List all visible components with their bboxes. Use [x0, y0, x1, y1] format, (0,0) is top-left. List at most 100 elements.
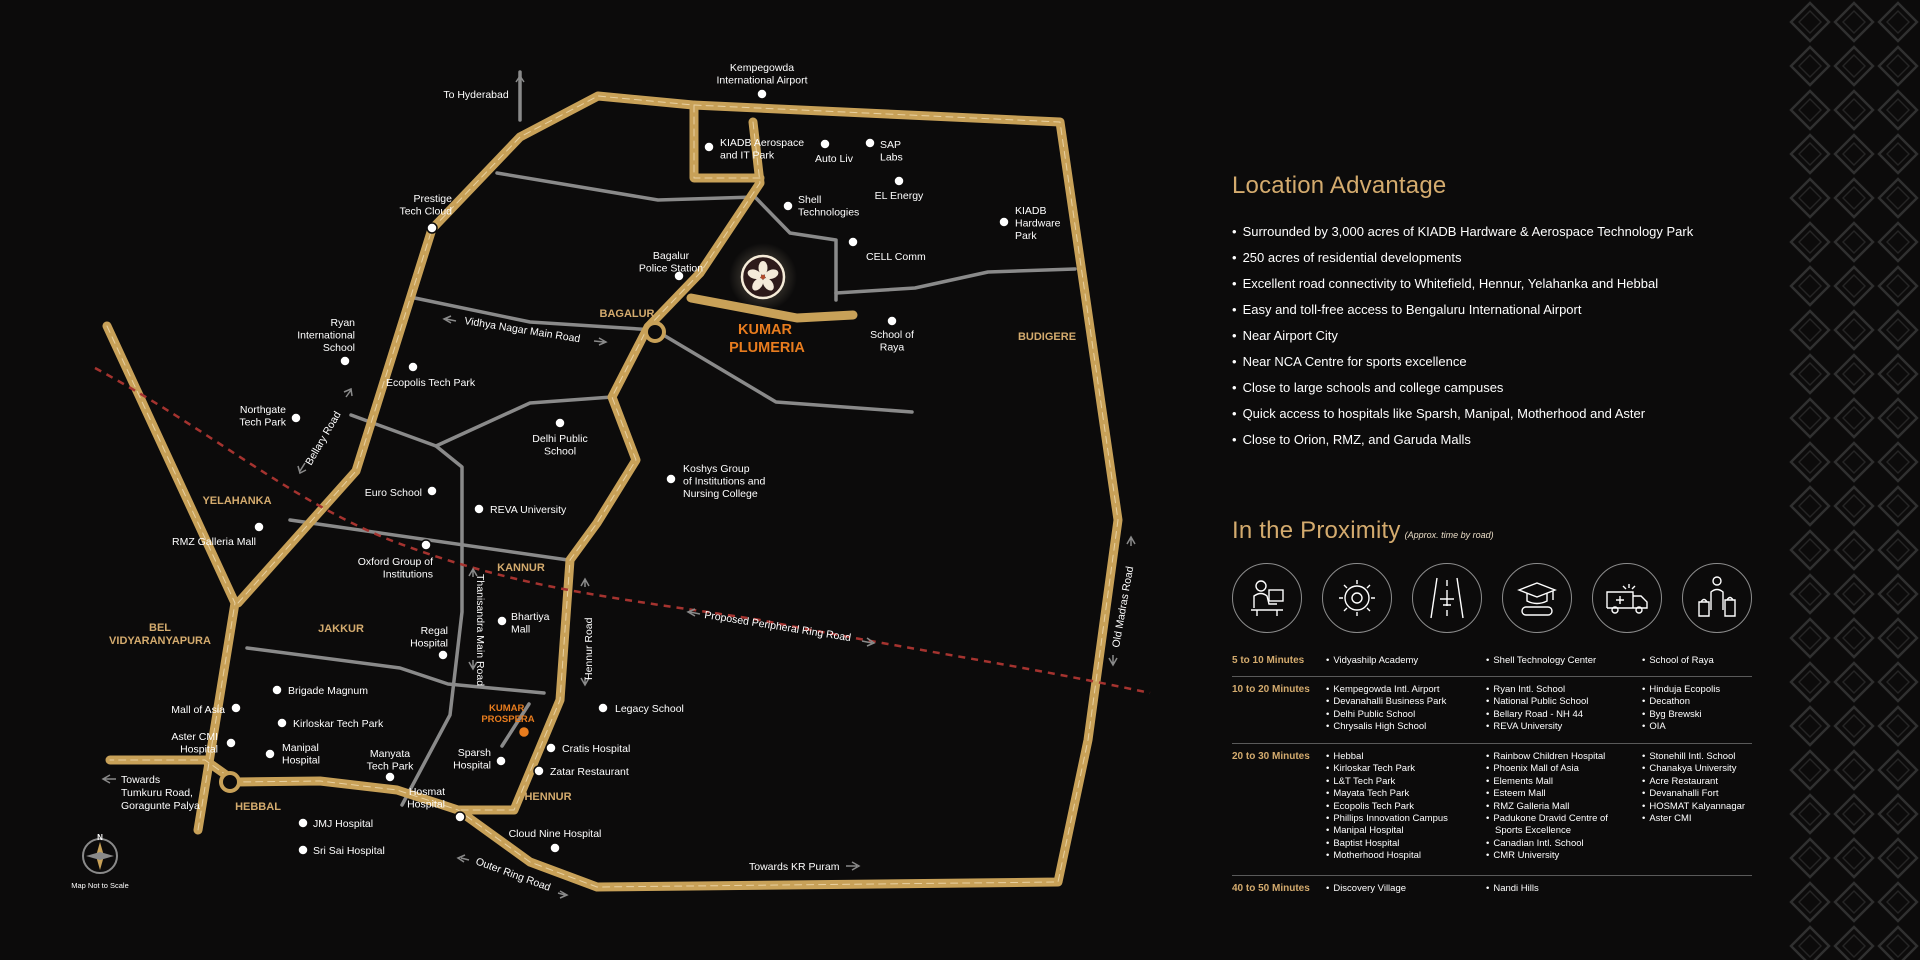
proximity-item: Devanahalli Business Park [1326, 696, 1446, 708]
proximity-item: Nandi Hills [1486, 883, 1538, 895]
label-line: YELAHANKA [202, 495, 271, 507]
place-label-cloud-nine: Cloud Nine Hospital [509, 828, 602, 840]
area-label-kannur: KANNUR [497, 562, 545, 574]
place-dot-legacy[interactable] [597, 702, 609, 714]
proximity-item: Delhi Public School [1326, 709, 1446, 721]
place-dot-manyata[interactable] [384, 771, 396, 783]
label-line: Cratis Hospital [562, 743, 630, 755]
label-line: Regal [421, 625, 448, 637]
place-dot-sparsh[interactable] [495, 755, 507, 767]
place-dot-kiadb-hw[interactable] [998, 216, 1010, 228]
prospera-line-2: PROSPERA [481, 714, 534, 725]
place-dot-aster[interactable] [225, 737, 237, 749]
proximity-item: Sports Excellence [1495, 825, 1572, 837]
place-dot-mall-asia[interactable] [230, 702, 242, 714]
proximity-item: Baptist Hospital [1326, 838, 1448, 850]
tumkuru-line-1: Towards [121, 774, 160, 786]
label-line: School [544, 446, 576, 458]
road-label-tumkuru: Towards Tumkuru Road, Goragunte Palya [121, 774, 200, 812]
place-dot-sap[interactable] [864, 137, 876, 149]
place-dot-dps[interactable] [554, 417, 566, 429]
place-dot-manipal[interactable] [264, 748, 276, 760]
place-dot-kiadb-aero[interactable] [703, 141, 715, 153]
plumeria-line-2: PLUMERIA [729, 340, 805, 356]
place-dot-shell[interactable] [782, 200, 794, 212]
road-label-thanisandra: Thanisandra Main Road [474, 574, 486, 686]
place-dot-autoliv[interactable] [819, 138, 831, 150]
place-dot-sri-sai[interactable] [297, 844, 309, 856]
label-line: BAGALUR [600, 308, 655, 320]
place-dot-prestige[interactable] [426, 222, 438, 234]
place-dot-hosmat[interactable] [454, 811, 466, 823]
label-line: SAP [880, 139, 901, 151]
hebbal-junction [219, 771, 241, 793]
proximity-item: School of Raya [1642, 655, 1713, 667]
proximity-col: Kempegowda Intl. Airport Devanahalli Bus… [1326, 684, 1446, 734]
place-dot-school-raya[interactable] [886, 315, 898, 327]
label-line: KIADB [1015, 205, 1047, 217]
label-line: International [297, 330, 355, 342]
road-label-peripheral: Proposed Peripheral Ring Road [704, 609, 852, 644]
plumeria-access-road [686, 293, 858, 323]
proximity-item: Devanahalli Fort [1642, 788, 1745, 800]
proximity-icons [1232, 563, 1752, 635]
prospera-marker [517, 725, 531, 739]
place-dot-reva[interactable] [473, 503, 485, 515]
secondary-roads [245, 70, 1077, 807]
arrow-vidhya-right [593, 337, 608, 346]
label-line: Raya [880, 342, 905, 354]
proximity-item: Phillips Innovation Campus [1326, 813, 1448, 825]
label-line: of Institutions and [683, 476, 765, 488]
label-line: VIDYARANYAPURA [109, 635, 211, 647]
place-dot-kirloskar[interactable] [276, 717, 288, 729]
arrow-tumkuru [101, 774, 116, 784]
proximity-item: Mayata Tech Park [1326, 788, 1448, 800]
label-line: Police Station [639, 263, 703, 275]
ambulance-icon [1592, 563, 1662, 633]
place-dot-zatar[interactable] [533, 765, 545, 777]
project-kumar-prospera[interactable]: KUMAR PROSPERA [481, 703, 535, 739]
place-dot-rmz[interactable] [253, 521, 265, 533]
project-kumar-plumeria[interactable]: KUMAR PLUMERIA [729, 243, 805, 356]
place-label-rmz: RMZ Galleria Mall [172, 536, 256, 548]
prospera-line-1: KUMAR [489, 703, 524, 714]
place-dot-northgate[interactable] [290, 412, 302, 424]
place-dot-bhartiya[interactable] [496, 615, 508, 627]
place-markers [225, 88, 1010, 856]
place-dot-ryan[interactable] [339, 355, 351, 367]
place-dot-regal[interactable] [437, 649, 449, 661]
place-label-zatar: Zatar Restaurant [550, 766, 629, 778]
proximity-table: 5 to 10 Minutes Vidyashilp Academy Shell… [1232, 652, 1752, 902]
place-dot-koshys[interactable] [665, 473, 677, 485]
label-line: Tech Park [367, 761, 414, 773]
place-dot-oxford[interactable] [420, 539, 432, 551]
prestige-road [495, 171, 757, 202]
proximity-item: Shell Technology Center [1486, 655, 1596, 667]
place-dot-ecopolis[interactable] [407, 361, 419, 373]
place-dot-cloud-nine[interactable] [549, 842, 561, 854]
place-dot-cratis[interactable] [545, 742, 557, 754]
label-line: Hardware [1015, 218, 1061, 230]
compass-icon: N [82, 833, 118, 874]
proximity-item: CMR University [1486, 850, 1608, 862]
place-dot-bagalur-ps[interactable] [673, 270, 685, 282]
place-dot-jmj[interactable] [297, 817, 309, 829]
place-dot-euro[interactable] [426, 485, 438, 497]
label-line: BUDIGERE [1018, 331, 1076, 343]
place-label-brigade: Brigade Magnum [288, 685, 368, 697]
bellary-road-west [233, 224, 437, 608]
place-label-ecopolis: Ecopolis Tech Park [386, 377, 476, 389]
place-dot-kempegowda[interactable] [756, 88, 768, 100]
proximity-item: Kempegowda Intl. Airport [1326, 684, 1446, 696]
place-dot-cell-comm[interactable] [847, 236, 859, 248]
label-line: Park [1015, 230, 1037, 242]
plumeria-flower-icon [747, 261, 779, 291]
place-dot-brigade[interactable] [271, 684, 283, 696]
arrow-omr-up [1126, 535, 1136, 546]
place-dot-el-energy[interactable] [893, 175, 905, 187]
